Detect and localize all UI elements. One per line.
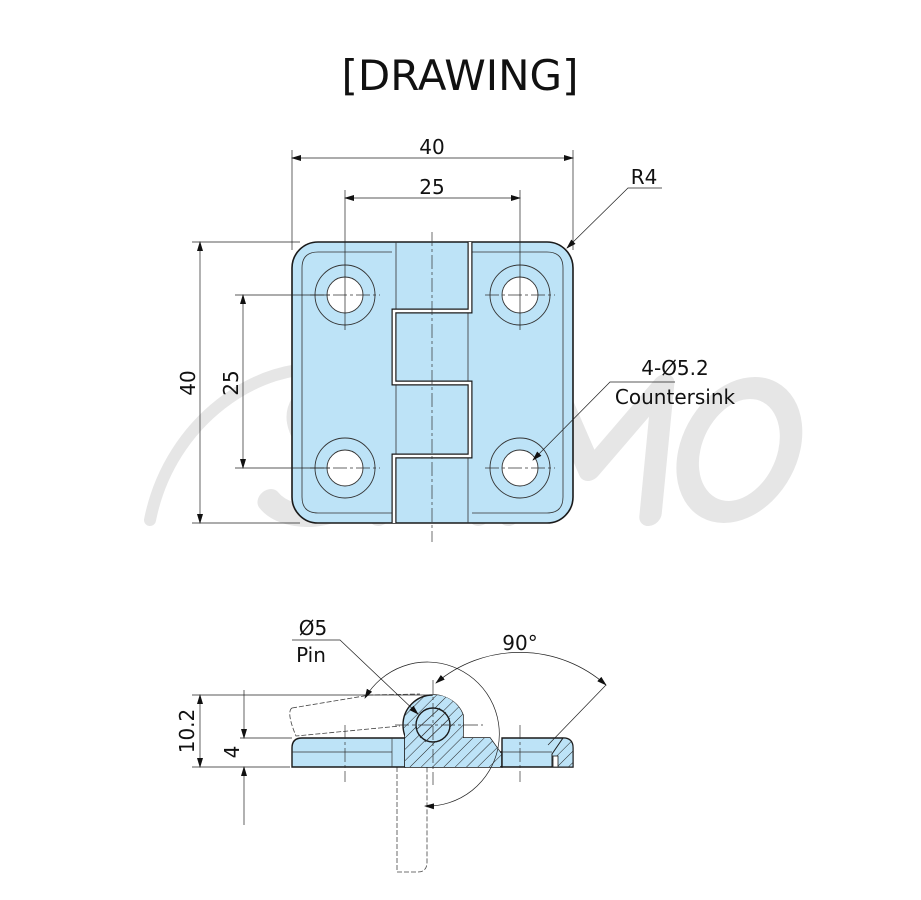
hinge-side-view [289, 680, 574, 873]
dim-width-overall: 40 [419, 135, 444, 159]
dimension-lines [192, 150, 675, 524]
dim-total-height: 10.2 [175, 709, 199, 754]
dim-height-overall: 40 [176, 370, 200, 395]
drawing-title: [DRAWING] [342, 51, 579, 100]
hole-note-size: 4-Ø5.2 [641, 356, 709, 380]
corner-radius-label: R4 [631, 165, 658, 189]
centerlines [310, 232, 555, 542]
pin-diameter-label: Ø5 [299, 616, 327, 640]
dim-height-holes: 25 [219, 370, 243, 395]
rotation-angle-label: 90° [502, 631, 537, 655]
side-dimension-lines [192, 639, 607, 825]
dim-width-holes: 25 [419, 175, 444, 199]
pin-label: Pin [296, 643, 326, 667]
dim-plate-thickness: 4 [220, 746, 244, 759]
hole-note-countersink: Countersink [615, 385, 736, 409]
